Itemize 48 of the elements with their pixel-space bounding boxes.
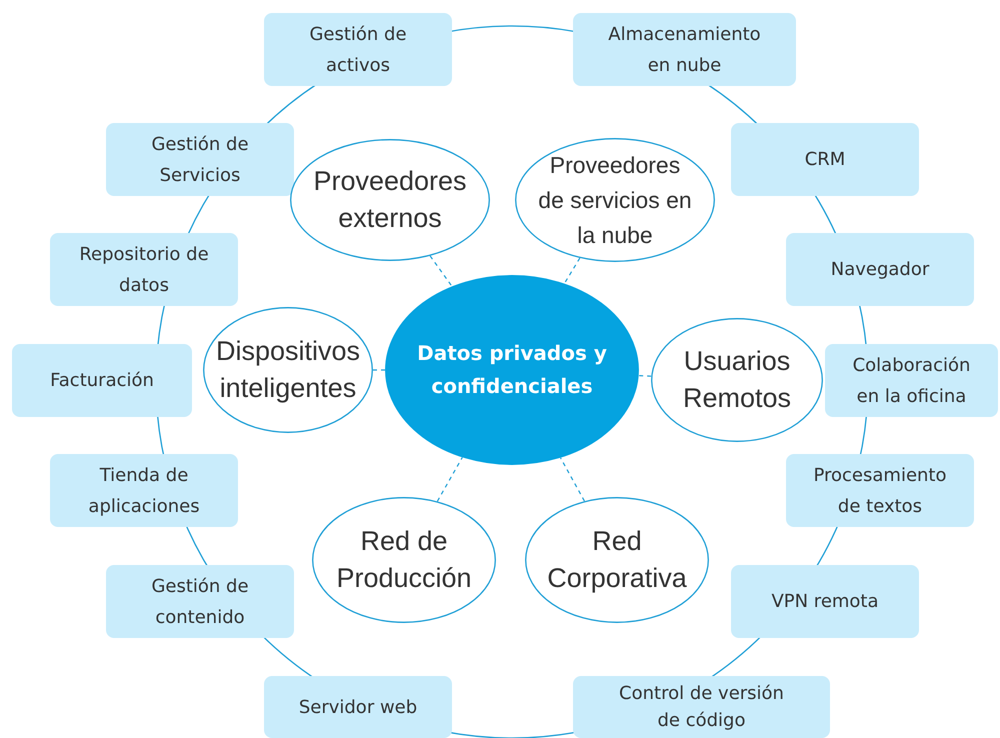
category-box [264, 676, 452, 738]
category-box [731, 565, 919, 638]
dashed-connector [430, 256, 452, 287]
node-label: Control de versión de código [618, 682, 785, 733]
node-label: Almacenamiento en nube [607, 22, 762, 78]
oval-node [203, 307, 373, 433]
category-box [264, 13, 452, 86]
node-label: CRM [804, 148, 846, 172]
center-oval [385, 275, 639, 465]
category-box [106, 565, 294, 638]
category-box [786, 233, 974, 306]
node-label: Proveedores externos [312, 165, 468, 235]
dashed-connector [638, 375, 652, 377]
oval-node [651, 318, 823, 442]
oval-node [515, 138, 715, 262]
oval-node [312, 497, 496, 623]
category-box [573, 13, 796, 86]
node-label: Gestión de Servicios [150, 132, 250, 188]
category-box [731, 123, 919, 196]
node-label: Procesamiento de textos [812, 464, 948, 518]
category-box [50, 233, 238, 306]
dashed-connector [436, 457, 463, 502]
category-box [12, 344, 192, 417]
node-label: Datos privados y confidenciales [416, 340, 608, 400]
node-label: Proveedores de servicios en la nube [537, 150, 693, 250]
dashed-connector [564, 258, 580, 284]
node-label: Repositorio de datos [79, 242, 209, 298]
node-label: Usuarios Remotos [682, 345, 792, 415]
node-label: Tienda de aplicaciones [87, 464, 201, 518]
category-box [106, 123, 294, 196]
category-box [825, 344, 998, 417]
dashed-connector [373, 369, 385, 371]
category-box [573, 676, 830, 738]
dashed-connector [560, 458, 585, 502]
node-label: Gestión de activos [308, 22, 408, 78]
node-label: Colaboración en la oficina [852, 354, 972, 408]
node-label: Gestión de contenido [150, 574, 250, 630]
node-label: Facturación [49, 369, 155, 393]
node-label: Dispositivos inteligentes [214, 335, 362, 405]
node-label: Red de Producción [335, 525, 473, 595]
node-label: Navegador [830, 258, 930, 282]
category-box [786, 454, 974, 527]
oval-node [525, 497, 709, 623]
oval-node [290, 139, 490, 261]
node-label: Servidor web [298, 696, 418, 720]
node-label: Red Corporativa [546, 525, 688, 595]
category-box [50, 454, 238, 527]
node-label: VPN remota [770, 590, 880, 614]
